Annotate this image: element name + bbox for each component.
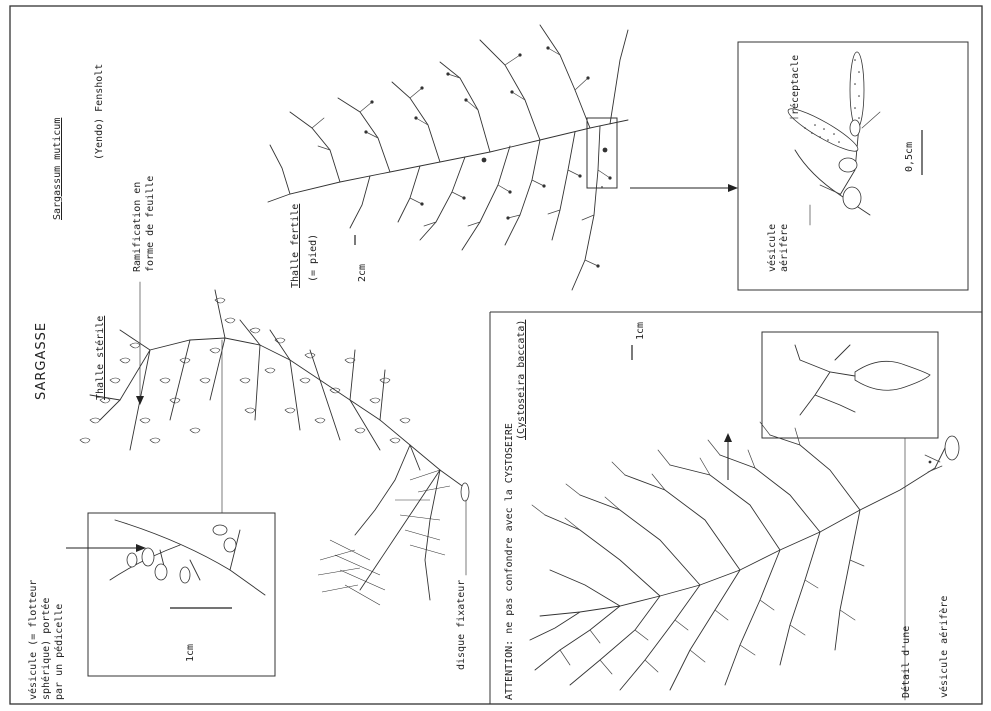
sterile-vesicle-line3: par un pédicelle [53, 604, 65, 700]
species-name: Sargassum muticum [52, 118, 63, 220]
cystoseira-detail-drawing [795, 345, 930, 415]
sterile-heading: Thalle stérile [94, 316, 106, 400]
ramification-arrow [136, 396, 144, 405]
fertile-detail-marker [587, 118, 617, 188]
cystoseira-name: (Cystoseira baccata) [516, 320, 527, 440]
disque-fixateur-label: disque fixateur [456, 580, 467, 670]
sterile-detail-box [88, 513, 275, 676]
ramification-label-line2: forme de feuille [145, 176, 156, 272]
ramification-label-line1: Ramification en [132, 182, 143, 272]
species-authority: (Yendo) Fensholt [94, 64, 105, 160]
plate-title: SARGASSE [34, 322, 49, 400]
fertile-pied: (= pied) [308, 234, 319, 282]
cystoseira-scale-label: 1cm [635, 322, 646, 340]
fertile-thallus-drawing [268, 25, 628, 290]
cystoseira-detail-line2: vésicule aérifère [938, 596, 950, 698]
cystoseira-drawing [530, 422, 959, 690]
fertile-heading: Thalle fertile [290, 204, 301, 288]
sterile-detail-drawing [110, 520, 265, 595]
cystoseira-warning: ATTENTION: ne pas confondre avec la CYST… [504, 423, 515, 700]
sterile-vesicle-line1: vésicule (= flotteur [27, 580, 39, 700]
fertile-scale-label: 2cm [357, 264, 368, 282]
sterile-detail-scale-label: 1cm [185, 644, 196, 662]
plate-frame [10, 6, 982, 704]
cystoseira-detail-line1: Détail d'une [900, 626, 912, 698]
receptacle-label: réceptacle [789, 55, 801, 115]
fertile-detail-scale-label: 0,5cm [904, 142, 915, 172]
sterile-vesicle-line2: sphérique) portée [40, 598, 52, 700]
fertile-vesicle-line2: aérifère [778, 224, 790, 272]
fertile-vesicle-line1: vésicule [766, 224, 778, 272]
